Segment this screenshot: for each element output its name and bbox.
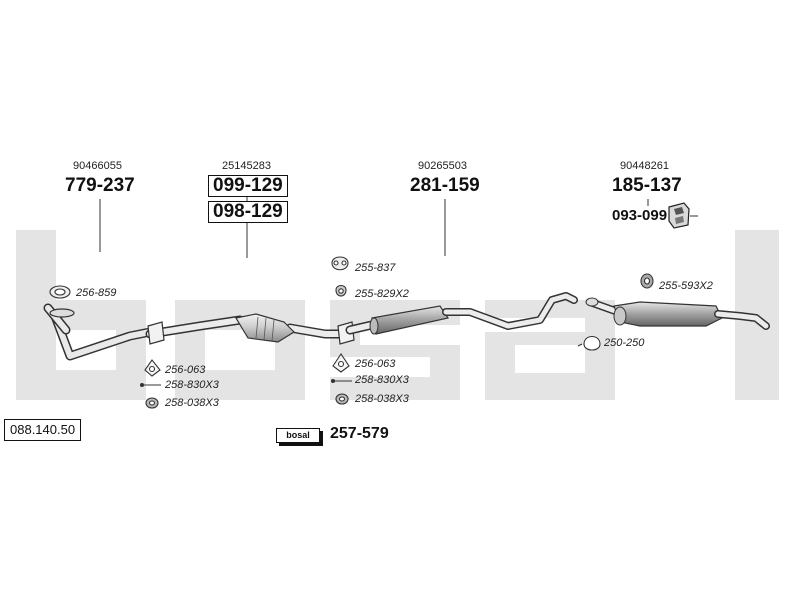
clamp-rear-part[interactable]: 250-250: [604, 337, 645, 349]
diagram-code: 088.140.50: [4, 419, 82, 441]
catalytic-part-primary[interactable]: 099-129: [208, 175, 288, 197]
bolt-2-part[interactable]: 258-830X3: [355, 374, 409, 386]
heat-shield-icon: [668, 202, 690, 229]
rubber-ring-1-part[interactable]: 255-837: [355, 262, 396, 274]
flange-gasket-2-part[interactable]: 256-063: [355, 358, 396, 370]
middle-silencer-reference: 90265503: [418, 160, 467, 172]
front-pipe-reference: 90466055: [73, 160, 122, 172]
front-pipe-part[interactable]: 779-237: [65, 175, 135, 196]
leader-lines: [99, 196, 698, 258]
rubber-mount-rear-part[interactable]: 255-593X2: [659, 280, 713, 292]
bolt-1-part[interactable]: 258-830X3: [165, 379, 219, 391]
flange-gasket-1-part[interactable]: 256-063: [165, 364, 206, 376]
catalytic-reference: 25145283: [222, 160, 271, 172]
catalytic-converter: [145, 313, 355, 345]
hardware-icons: [49, 256, 654, 409]
middle-silencer-part[interactable]: 281-159: [410, 175, 480, 196]
bosal-badge: bosal: [276, 428, 320, 443]
clamp-1-part[interactable]: 255-829X2: [355, 288, 409, 300]
spring-2-part[interactable]: 258-038X3: [355, 393, 409, 405]
clamp-ring-icon: [583, 335, 601, 351]
rear-extra-part[interactable]: 093-099: [612, 207, 668, 224]
rubber-ring-icon: [331, 256, 349, 271]
rear-silencer: [585, 297, 770, 330]
middle-silencer: [345, 292, 578, 335]
catalytic-part-secondary[interactable]: 098-129: [208, 201, 288, 223]
rear-silencer-reference: 90448261: [620, 160, 669, 172]
kit-part[interactable]: 257-579: [330, 425, 389, 442]
rear-silencer-part[interactable]: 185-137: [612, 175, 682, 196]
spring-1-part[interactable]: 258-038X3: [165, 397, 219, 409]
front-downpipe: [43, 303, 155, 361]
gasket-front-part[interactable]: 256-859: [76, 287, 117, 299]
